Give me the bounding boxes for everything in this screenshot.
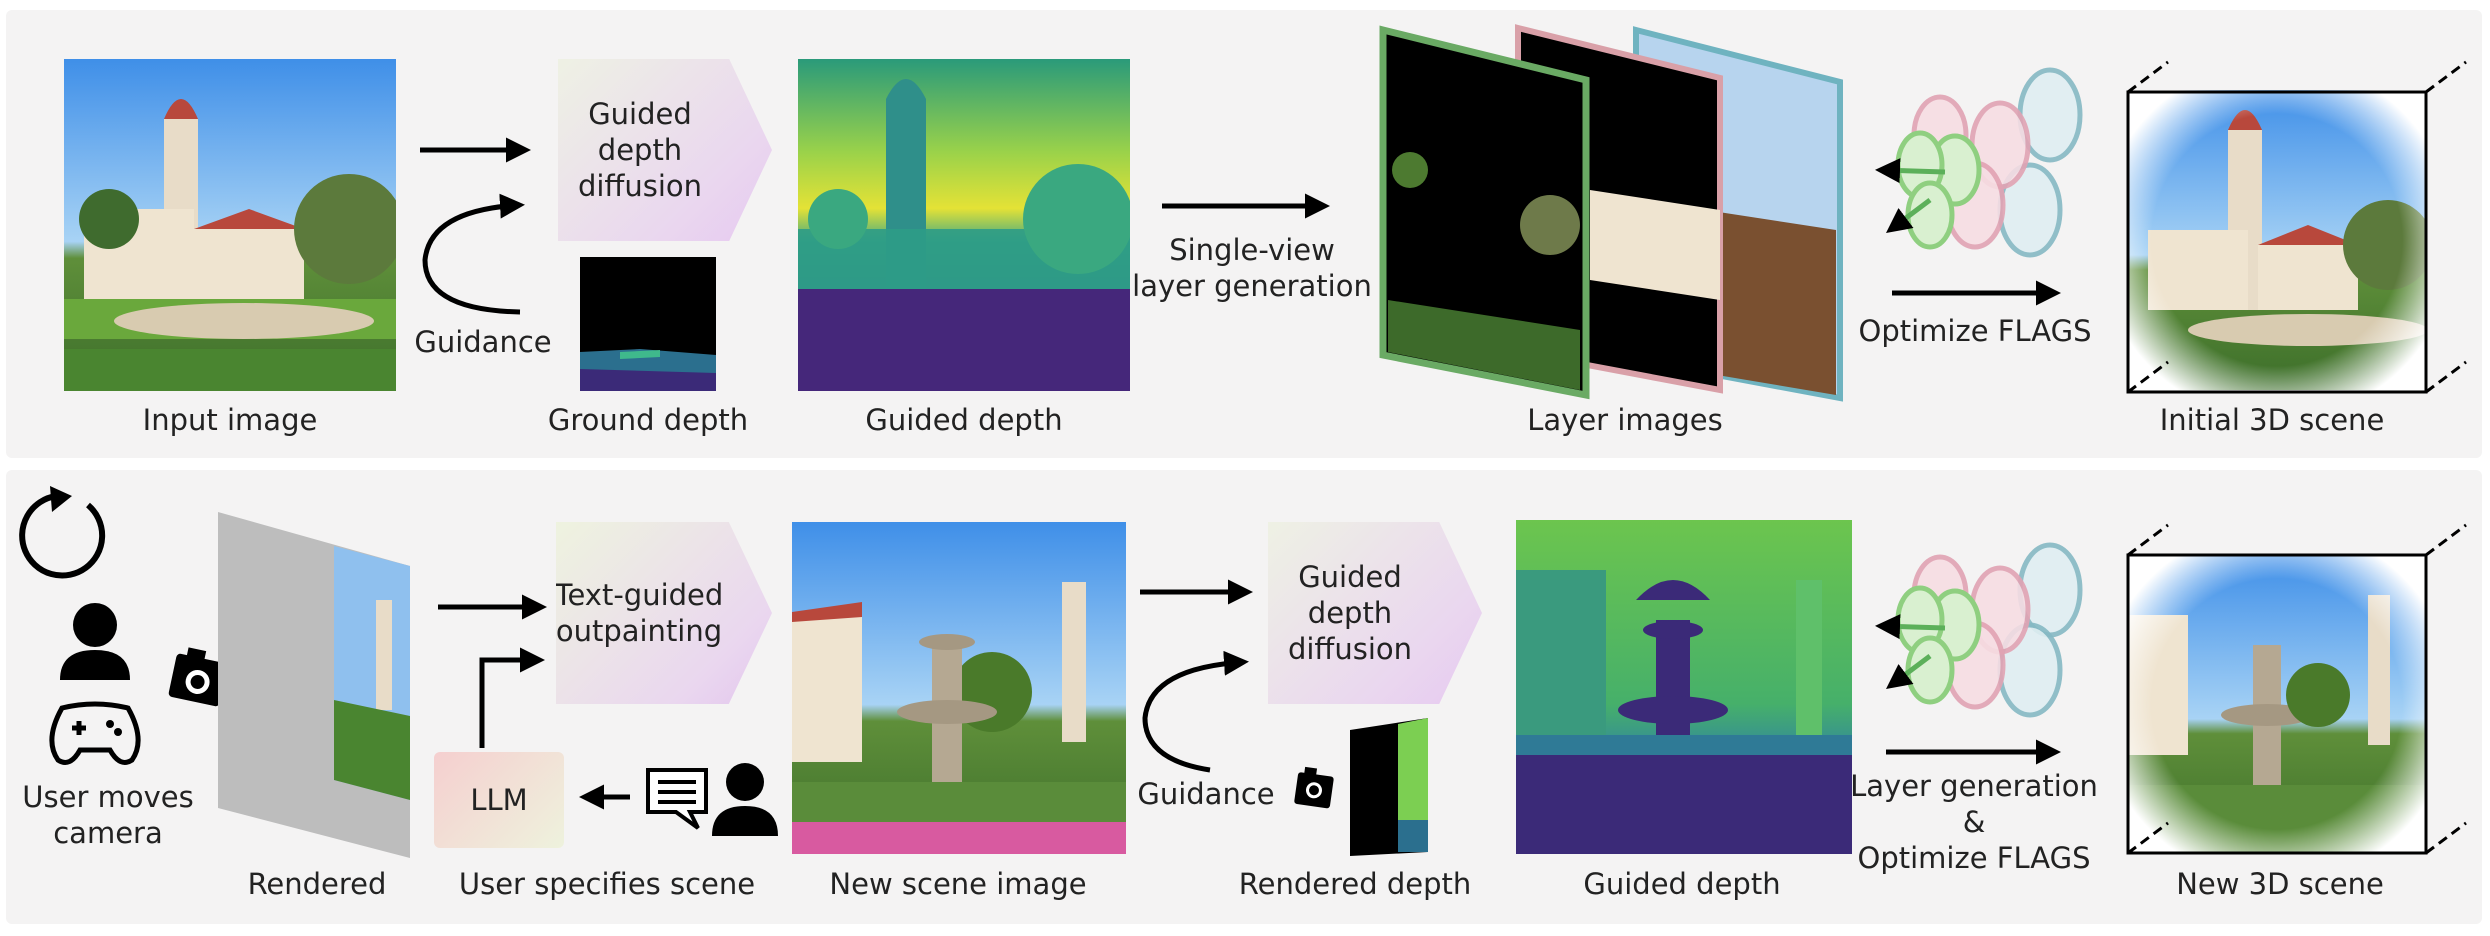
guided-depth-label: Guided depth [865, 403, 1063, 437]
ground-depth-label: Ground depth [547, 403, 749, 437]
new-scene-image [792, 522, 1126, 854]
layer-gen-line3: Optimize FLAGS [1857, 841, 2091, 875]
text-guided-outpainting-box: Text-guided outpainting [556, 522, 772, 704]
user-moves-line1: User moves [22, 780, 194, 814]
guided-depth-diffusion-box: Guided depth diffusion [558, 59, 772, 241]
layer-gen-line1: Layer generation [1850, 769, 2098, 803]
rendered-depth-label: Rendered depth [1238, 867, 1472, 901]
layer-images-label: Layer images [1527, 403, 1723, 437]
guided-depth-label-bottom: Guided depth [1583, 867, 1781, 901]
diffusion-line2: diffusion [577, 169, 703, 203]
diffusion-line2-bottom: diffusion [1287, 632, 1413, 666]
layer-generation-line1: Single-view [1169, 233, 1335, 267]
input-image-label: Input image [142, 403, 318, 437]
diffusion-line1-bottom: Guided depth [1298, 560, 1402, 630]
llm-box: LLM [434, 752, 564, 848]
ground-depth-image [580, 257, 716, 391]
layer-gen-line2: & [1962, 805, 1986, 839]
guidance-label-bottom: Guidance [1137, 777, 1275, 811]
new-3d-scene-label: New 3D scene [2176, 867, 2384, 901]
diffusion-line1: Guided depth [588, 97, 692, 167]
user-specifies-label: User specifies scene [458, 867, 756, 901]
guidance-label: Guidance [414, 325, 552, 359]
new-3d-scene-image [2128, 555, 2426, 853]
guided-depth-diffusion-box-bottom: Guided depth diffusion [1268, 522, 1482, 704]
outpaint-line1: Text-guided [554, 578, 724, 612]
new-scene-image-label: New scene image [829, 867, 1087, 901]
input-image [64, 59, 396, 391]
outpaint-line2: outpainting [555, 614, 723, 648]
guided-depth-image-bottom [1516, 520, 1852, 854]
initial-3d-scene-label: Initial 3D scene [2159, 403, 2385, 437]
optimize-flags-label: Optimize FLAGS [1858, 314, 2092, 348]
initial-3d-scene-image [2128, 90, 2426, 390]
bottom-pipeline-panel [6, 470, 2482, 924]
llm-label: LLM [470, 783, 528, 817]
guided-depth-image [798, 59, 1130, 391]
layer-generation-line2: layer generation [1132, 269, 1372, 303]
rendered-label: Rendered [247, 867, 387, 901]
user-moves-line2: camera [53, 816, 163, 850]
